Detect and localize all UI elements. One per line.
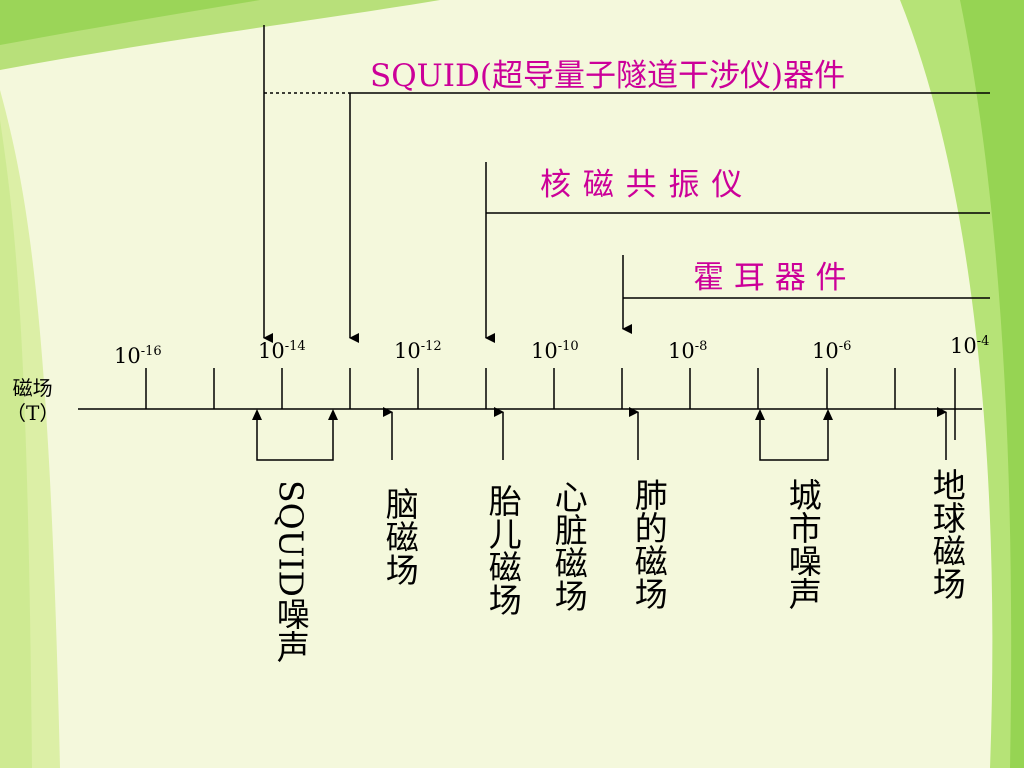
axis-title-unit: （T） [6, 401, 60, 425]
tick-label-1e-12: 10-12 [394, 339, 442, 363]
fetal-field-label: 胎儿磁场 [483, 484, 523, 616]
tick-label-1e-6: 10-6 [812, 339, 852, 363]
nmr-range-lines [485, 162, 990, 343]
squid-instrument-label: SQUID(超导量子隧道干涉仪)器件 [370, 58, 846, 94]
tick-label-1e-4: 10-4 [950, 334, 990, 358]
lung-field-label: 肺的磁场 [629, 478, 669, 610]
hall-range-lines [622, 255, 990, 334]
hall-instrument-label: 霍 耳 器 件 [693, 260, 847, 296]
brain-field-label: 脑磁场 [380, 487, 420, 586]
tick-label-1e-8: 10-8 [668, 339, 708, 363]
tick-label-1e-10: 10-10 [531, 339, 579, 363]
tick-label-1e-16: 10-16 [114, 344, 162, 368]
squid-range-lines [263, 25, 990, 343]
axis-title-name: 磁场 [12, 376, 53, 400]
axis-tick-marks [145, 368, 956, 440]
axis-title: 磁场 （T） [6, 376, 59, 426]
urban-noise-bracket [755, 409, 833, 461]
squid-noise-label: SQUID噪声 [271, 480, 311, 663]
nmr-instrument-label: 核 磁 共 振 仪 [540, 167, 744, 203]
heart-field-label: 心脏磁场 [549, 480, 589, 612]
squid-noise-bracket [252, 409, 338, 461]
tick-label-1e-14: 10-14 [258, 339, 306, 363]
earth-field-label: 地球磁场 [927, 468, 967, 600]
urban-noise-label: 城市噪声 [783, 478, 823, 610]
